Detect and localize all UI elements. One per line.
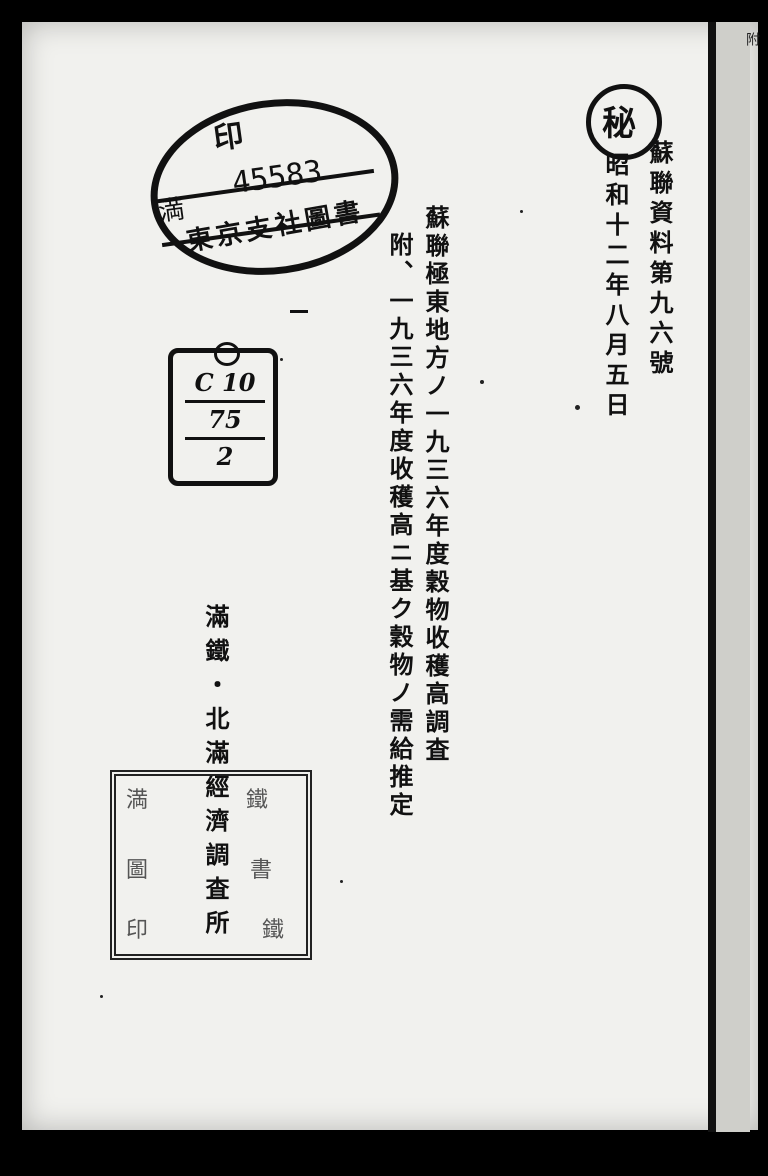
seal-glyph: 鐵 <box>262 918 285 943</box>
call-number-row: 2 <box>216 442 234 471</box>
scan-speck <box>480 380 484 384</box>
series-label: 蘇聯資料第九六號 <box>645 140 674 380</box>
library-stamp-left-char: 満 <box>156 194 187 228</box>
scan-speck <box>100 995 103 998</box>
seal-glyph: 満 <box>126 788 149 813</box>
scan-speck <box>280 358 283 361</box>
scan-speck <box>520 210 523 213</box>
seal-glyph: 書 <box>250 858 273 883</box>
call-number-clip <box>214 342 240 366</box>
page-edge <box>708 22 716 1132</box>
margin-note: 附 <box>744 32 760 46</box>
secret-seal <box>586 84 662 160</box>
library-stamp-mark: 印 <box>211 118 246 157</box>
stray-mark <box>290 310 308 313</box>
scan-speck <box>340 880 343 883</box>
document-page <box>22 22 758 1130</box>
call-number-row: C 10 <box>185 366 265 403</box>
scan-speck <box>575 405 580 410</box>
margin-strip <box>716 22 750 1132</box>
title-line-2: 附、一九三六年度收穫高ニ基ク穀物ノ需給推定 <box>385 232 414 820</box>
issue-date: 昭和十二年八月五日 <box>601 152 630 422</box>
seal-glyph: 印 <box>126 918 149 943</box>
call-number-row: 75 <box>185 403 265 440</box>
seal-glyph: 圖 <box>126 858 149 883</box>
secret-seal-char: 秘 <box>602 104 636 144</box>
seal-glyph: 鐵 <box>246 788 269 813</box>
library-square-seal <box>110 770 312 960</box>
title-line-1: 蘇聯極東地方ノ一九三六年度穀物收穫高調査 <box>421 205 450 765</box>
